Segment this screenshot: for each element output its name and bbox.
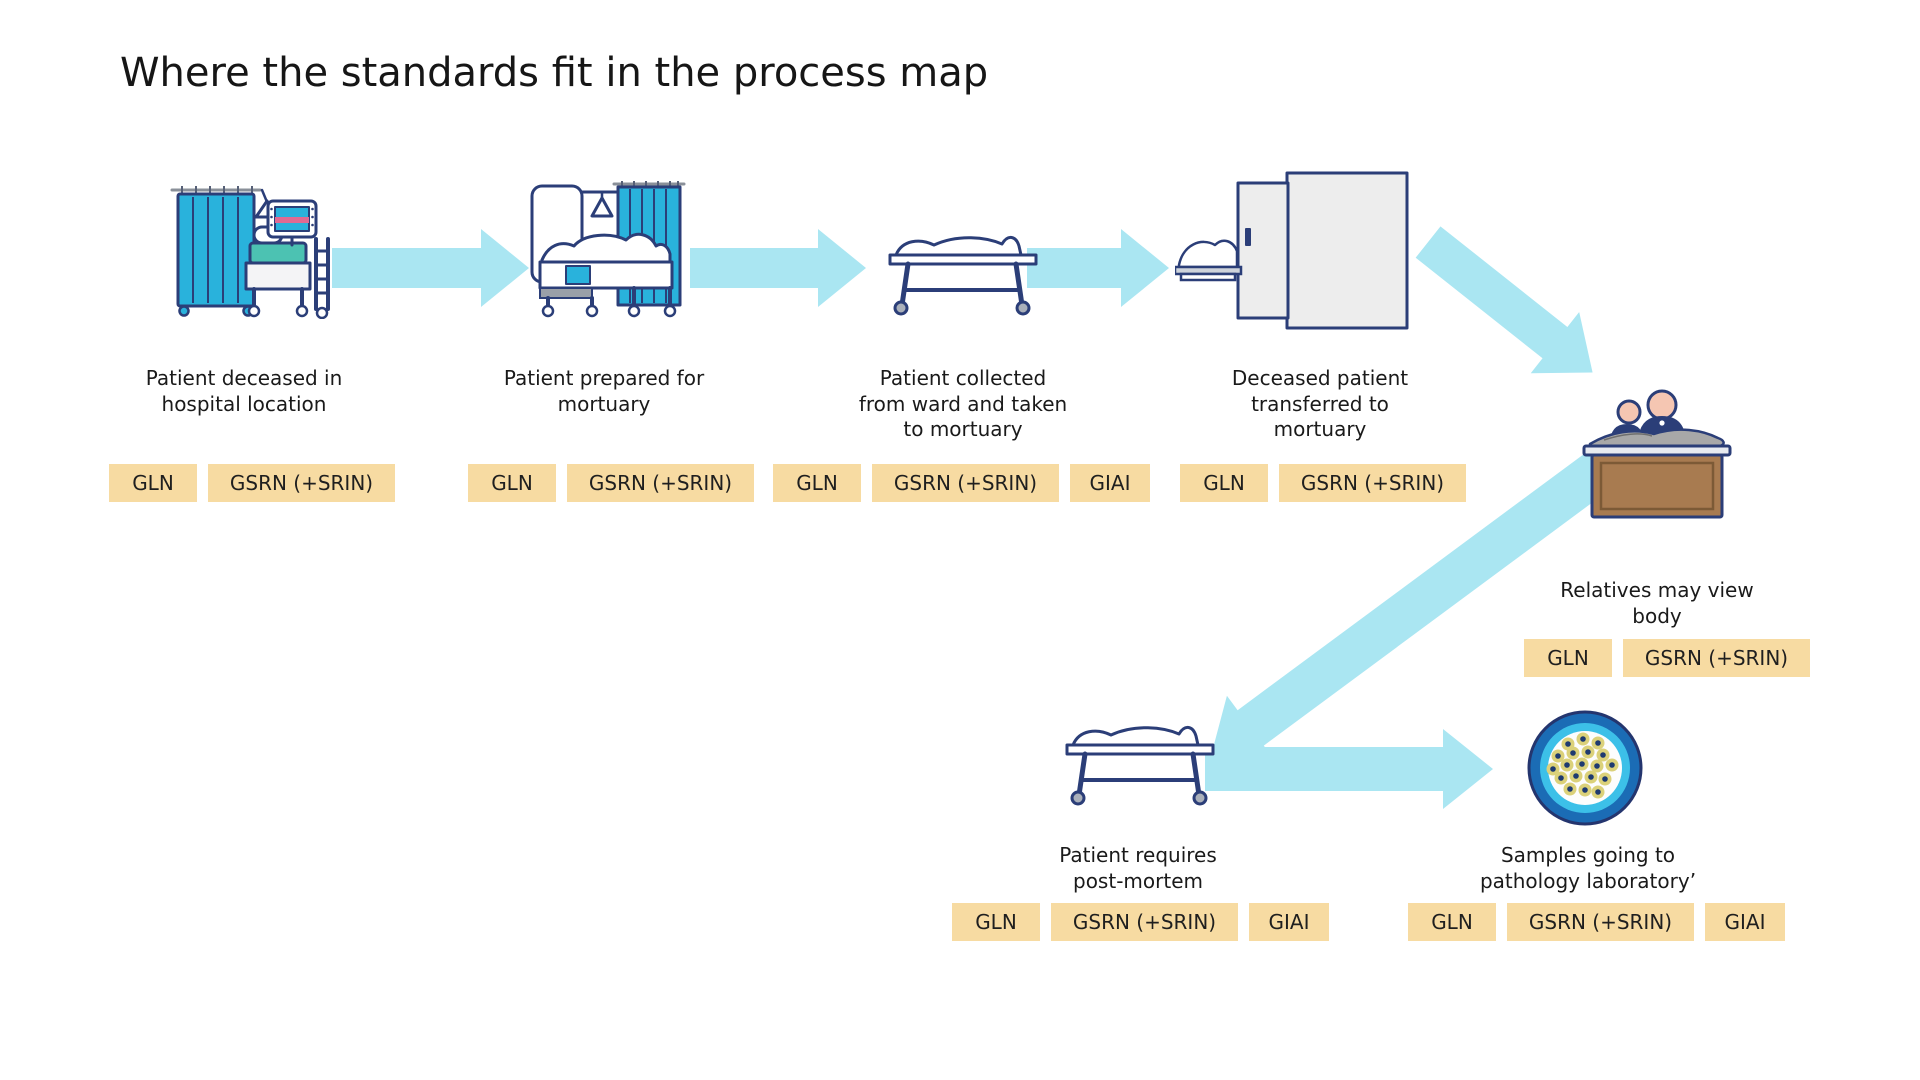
tag-giai: GIAI: [1249, 903, 1329, 941]
tag-row-collected: GLN GSRN (+SRIN) GIAI: [773, 464, 1150, 502]
tag-gsrn-srin: GSRN (+SRIN): [1507, 903, 1694, 941]
tag-gsrn-srin: GSRN (+SRIN): [567, 464, 754, 502]
mortuary-fridge-icon: [1175, 171, 1409, 330]
post-mortem-trolley-icon: [1065, 726, 1215, 806]
tag-gln: GLN: [952, 903, 1040, 941]
petri-dish-icon: [1527, 710, 1643, 826]
flow-arrow-step3-step4: [1027, 229, 1169, 307]
tag-row-transferred: GLN GSRN (+SRIN): [1180, 464, 1466, 502]
page-title: Where the standards fit in the process m…: [120, 50, 989, 96]
tag-gsrn-srin: GSRN (+SRIN): [1623, 639, 1810, 677]
tag-gln: GLN: [468, 464, 556, 502]
tag-gln: GLN: [109, 464, 197, 502]
prepared-bed-icon: [530, 181, 686, 318]
step-label-relatives: Relatives may view body: [1560, 578, 1754, 628]
step-label-prepared: Patient prepared for mortuary: [503, 366, 705, 416]
tag-row-relatives: GLN GSRN (+SRIN): [1524, 639, 1810, 677]
tag-row-post-mortem: GLN GSRN (+SRIN) GIAI: [952, 903, 1329, 941]
tag-gln: GLN: [1408, 903, 1496, 941]
tag-gsrn-srin: GSRN (+SRIN): [872, 464, 1059, 502]
tag-gsrn-srin: GSRN (+SRIN): [1279, 464, 1466, 502]
trolley-icon: [888, 236, 1038, 316]
tag-giai: GIAI: [1705, 903, 1785, 941]
step-label-transferred: Deceased patient transferred to mortuary: [1231, 366, 1409, 442]
casket-viewing-icon: [1582, 389, 1732, 519]
tag-gsrn-srin: GSRN (+SRIN): [1051, 903, 1238, 941]
flow-arrow-fridge-to-viewing: [1415, 226, 1593, 374]
tag-gln: GLN: [773, 464, 861, 502]
step-label-samples: Samples going to pathology laboratory’: [1479, 843, 1697, 893]
tag-giai: GIAI: [1070, 464, 1150, 502]
step-label-deceased: Patient deceased in hospital location: [145, 366, 343, 416]
flow-arrow-step2-step3: [690, 229, 866, 307]
tag-gln: GLN: [1180, 464, 1268, 502]
flow-arrow-postmortem-to-lab: [1205, 729, 1493, 809]
tag-row-deceased: GLN GSRN (+SRIN): [109, 464, 395, 502]
tag-row-prepared: GLN GSRN (+SRIN): [468, 464, 754, 502]
tag-gln: GLN: [1524, 639, 1612, 677]
tag-gsrn-srin: GSRN (+SRIN): [208, 464, 395, 502]
hospital-bed-icon: [170, 186, 330, 319]
tag-row-samples: GLN GSRN (+SRIN) GIAI: [1408, 903, 1785, 941]
flow-arrow-viewing-to-postmortem: [1210, 450, 1616, 761]
step-label-post-mortem: Patient requires post-mortem: [1059, 843, 1217, 893]
flow-arrow-step1-step2: [332, 229, 529, 307]
step-label-collected: Patient collected from ward and taken to…: [858, 366, 1068, 442]
